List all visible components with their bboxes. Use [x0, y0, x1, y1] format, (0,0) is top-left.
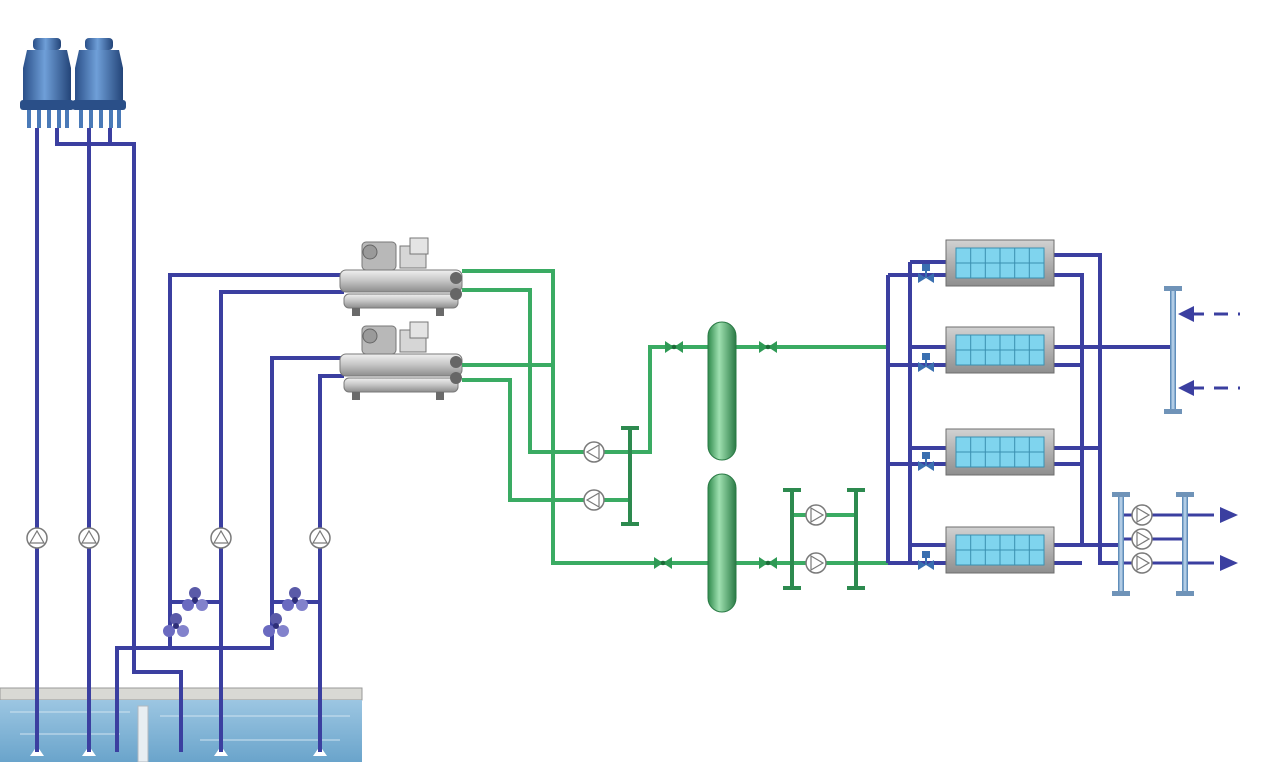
glycol-manifold-2 [783, 488, 801, 590]
pump-icon [26, 527, 48, 549]
condenser-water-pipes [35, 128, 344, 752]
glycol-manifold-3 [847, 488, 865, 590]
valve-icon [917, 352, 935, 373]
air-handling-unit-2 [945, 326, 1055, 374]
air-handling-unit-4 [945, 526, 1055, 574]
chiller-1 [339, 237, 463, 317]
pump-icon [1131, 528, 1153, 550]
valve-icon [759, 557, 777, 569]
pump-icon [210, 527, 232, 549]
fan-valve-icon [163, 613, 189, 637]
pump-icon [805, 504, 827, 526]
fan-valve-icon [263, 613, 289, 637]
air-handling-unit-3 [945, 428, 1055, 476]
valve-icon [917, 451, 935, 472]
arrow-right-icon [1220, 507, 1238, 523]
valve-icon [654, 557, 672, 569]
pump-icon [805, 552, 827, 574]
fan-valve-icon [182, 587, 208, 611]
cooling-tower-1 [20, 38, 74, 128]
arrow-left-icon [1178, 306, 1194, 322]
pump-icon [583, 441, 605, 463]
air-handling-unit-1 [945, 239, 1055, 287]
valve-icon [759, 341, 777, 353]
return-manifold [1112, 492, 1214, 596]
pump-icon [583, 489, 605, 511]
cooling-tower-2 [72, 38, 126, 128]
storage-vessel-1 [707, 321, 737, 461]
arrow-right-icon [1220, 555, 1238, 571]
pump-icon [309, 527, 331, 549]
chiller-2 [339, 321, 463, 401]
fan-valve-icon [282, 587, 308, 611]
pump-icon [1131, 504, 1153, 526]
pump-icon [1131, 552, 1153, 574]
supply-manifold [1164, 286, 1240, 414]
storage-vessel-2 [707, 473, 737, 613]
glycol-manifold-1 [621, 426, 639, 526]
valve-icon [917, 550, 935, 571]
pump-icon [78, 527, 100, 549]
valve-icon [665, 341, 683, 353]
arrow-left-icon [1178, 380, 1194, 396]
ahu-water-pipes [886, 253, 1172, 565]
